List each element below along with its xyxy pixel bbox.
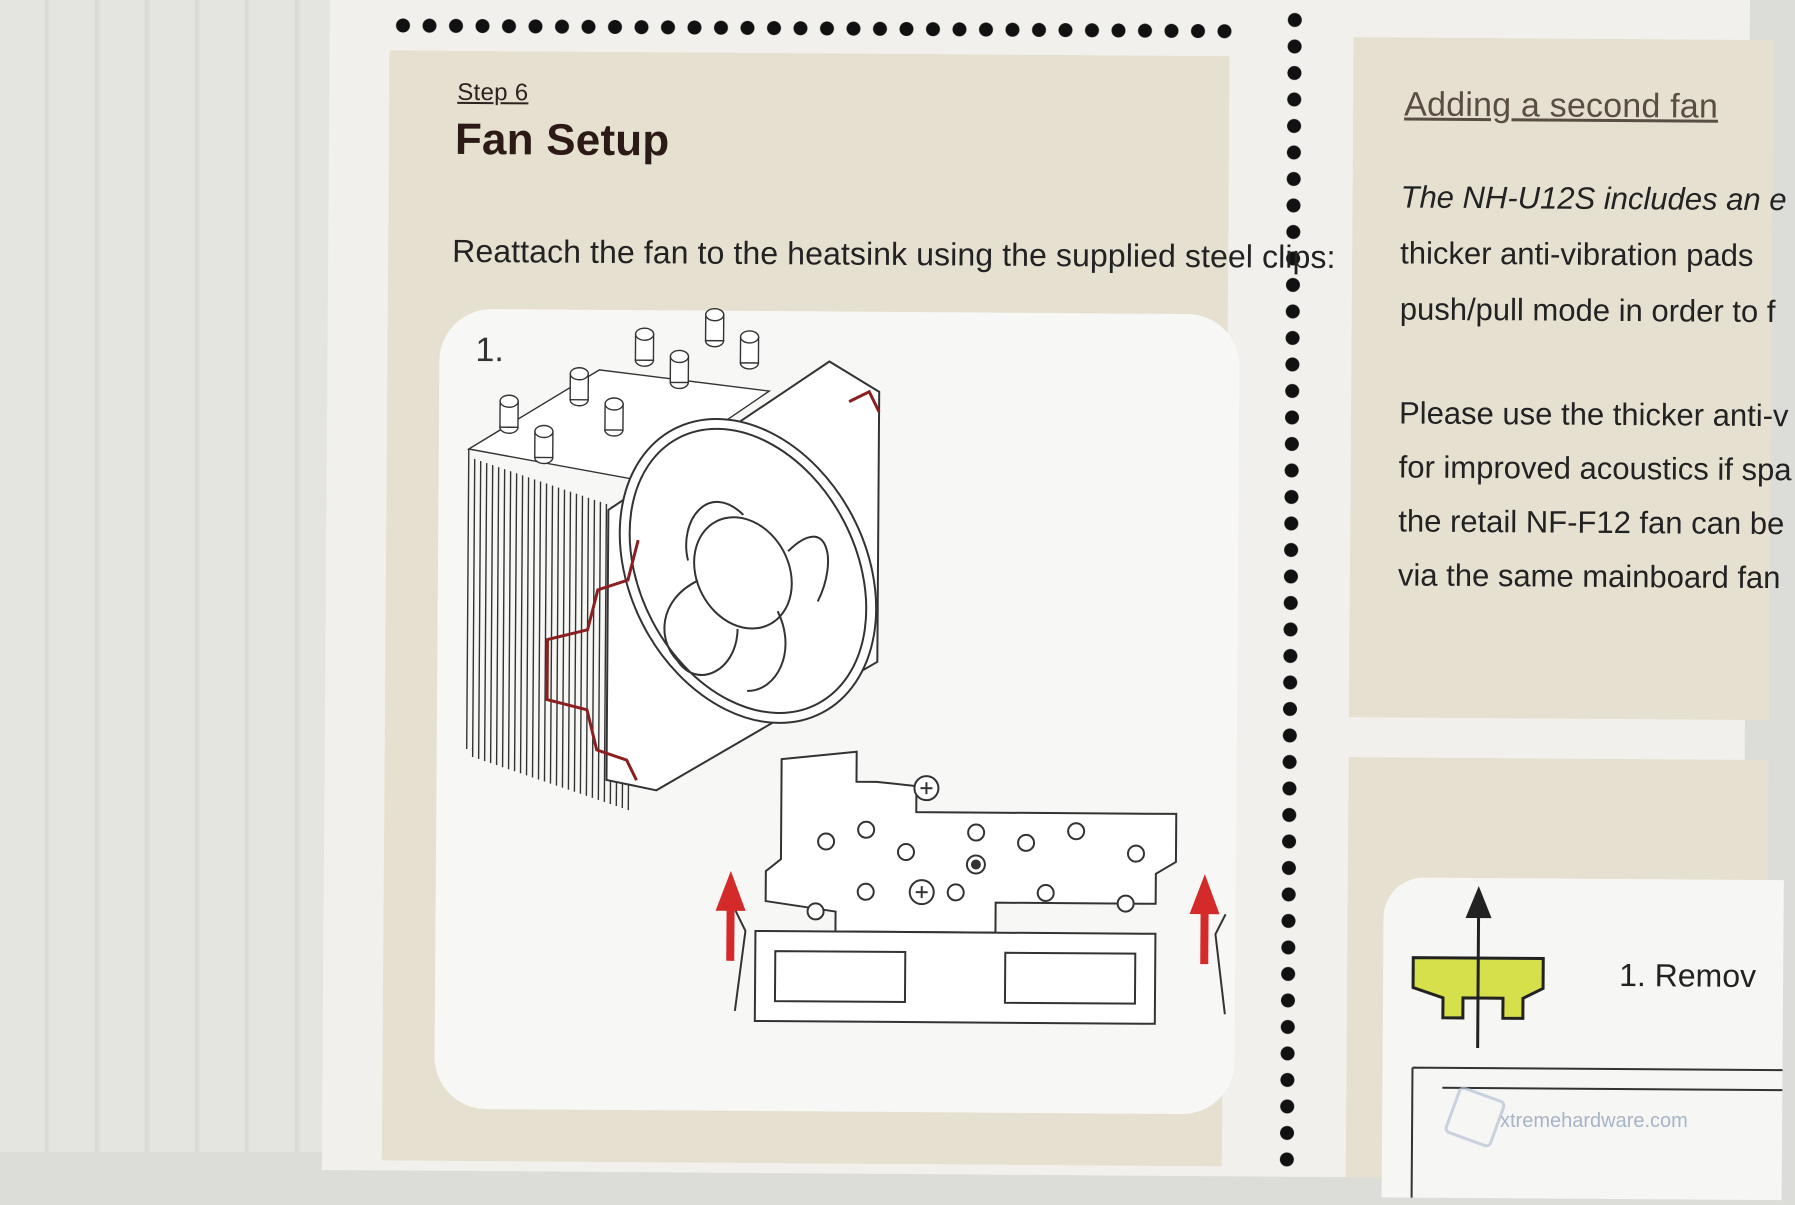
mounting-bracket-icon (733, 750, 1227, 1025)
second-fan-text-line: Please use the thicker anti-v (1398, 395, 1789, 434)
second-fan-text-line: The NH-U12S includes an e (1400, 179, 1787, 218)
second-fan-panel (1348, 37, 1774, 721)
step-title: Fan Setup (454, 114, 670, 166)
watermark: xtremehardware.com (1500, 1110, 1688, 1132)
second-fan-text-line: via the same mainboard fan (1397, 557, 1781, 596)
second-fan-text-line: push/pull mode in order to f (1399, 291, 1776, 330)
second-fan-text-line: for improved acoustics if spa (1398, 449, 1792, 488)
heatsink-fan-illustration (466, 307, 1227, 1025)
second-fan-figure (1381, 877, 1784, 1201)
fan (605, 360, 881, 792)
perforation-vertical (1279, 6, 1302, 1177)
steel-clip (545, 389, 881, 781)
second-fan-title: Adding a second fan (1404, 85, 1719, 126)
arrow-up-icon (715, 870, 1220, 965)
second-fan-text-line: the retail NF-F12 fan can be (1398, 503, 1785, 542)
step-label: Step 6 (457, 78, 529, 107)
clip-removal-icon (1410, 886, 1783, 1198)
step-instruction: Reattach the fan to the heatsink using t… (452, 232, 1336, 276)
second-fan-step-label: 1. Remov (1619, 957, 1757, 994)
manual-sheet: Step 6 Fan Setup Reattach the fan to the… (321, 0, 1792, 1201)
perforation-top (389, 18, 1240, 39)
second-fan-text-line: thicker anti-vibration pads (1400, 235, 1754, 273)
